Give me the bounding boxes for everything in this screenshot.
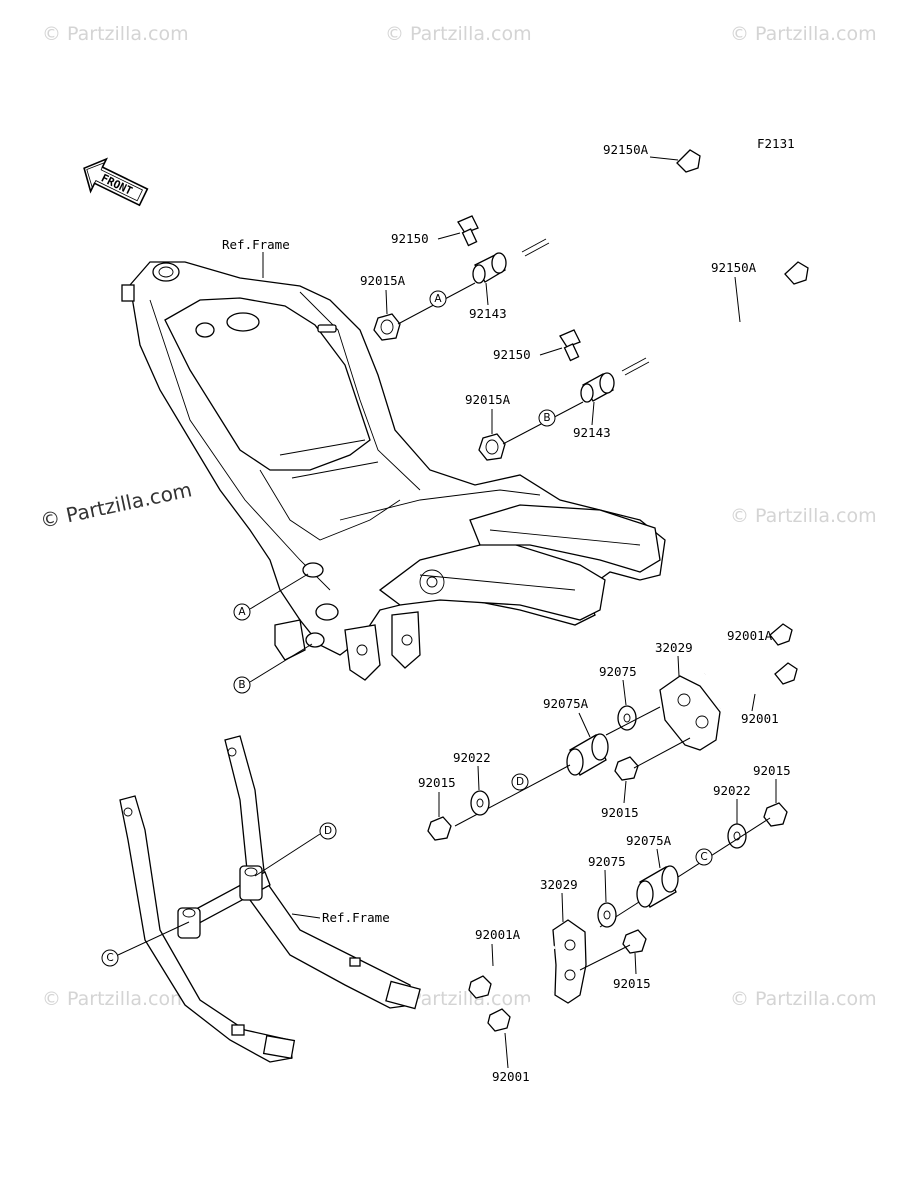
watermark: © Partzilla.com — [730, 505, 877, 527]
part-label-92015A: 92015A — [360, 273, 406, 288]
callout-C: C — [106, 952, 113, 964]
part-label-32029: 32029 — [655, 640, 693, 655]
part-label-92015: 92015 — [613, 976, 651, 991]
ref-frame-label: Ref.Frame — [222, 237, 290, 252]
part-label-92143: 92143 — [469, 306, 507, 321]
bolt-92150-top — [457, 215, 479, 247]
watermark: © Partzilla.com — [42, 988, 189, 1010]
watermark: © Partzilla.com — [730, 988, 877, 1010]
callout-D: D — [324, 825, 332, 837]
bolt-92001-lower — [487, 990, 554, 1032]
nut-92015A-top — [373, 313, 401, 341]
callout-C: C — [700, 851, 707, 863]
nut-92015A-mid — [478, 433, 506, 461]
watermark: © Partzilla.com — [385, 23, 532, 45]
collar-92143-mid — [580, 372, 615, 403]
part-label-92022: 92022 — [713, 783, 751, 798]
bolt-92001A-lower — [468, 945, 556, 999]
part-label-92150: 92150 — [391, 231, 429, 246]
part-label-32029: 32029 — [540, 877, 578, 892]
down-tube-assembly — [119, 735, 421, 1063]
watermark: © Partzilla.com — [42, 23, 189, 45]
callout-A: A — [434, 293, 442, 305]
bushing-92075A-right — [566, 733, 609, 776]
part-label-92015A: 92015A — [465, 392, 511, 407]
bolt-92150-mid — [559, 329, 581, 362]
washer-92075-right — [617, 705, 637, 731]
washer-92075-lower — [597, 902, 617, 928]
ref-frame-label: Ref.Frame — [322, 910, 390, 925]
part-label-92022: 92022 — [453, 750, 491, 765]
nut-92015-center — [614, 756, 639, 781]
part-label-92150: 92150 — [493, 347, 531, 362]
nut-92015-far-right — [763, 802, 788, 827]
watermark: © Partzilla.com — [730, 23, 877, 45]
part-label-92075A: 92075A — [626, 833, 672, 848]
part-label-92150A: 92150A — [711, 260, 757, 275]
callout-A: A — [238, 606, 246, 618]
part-label-92015: 92015 — [601, 805, 639, 820]
bracket-32029-right — [659, 675, 721, 751]
collar-92143-top — [472, 252, 507, 284]
bolt-92001A-right — [704, 623, 793, 676]
motorcycle-frame — [121, 261, 666, 681]
washer-92022-right — [727, 823, 747, 849]
washer-92022-left — [470, 790, 490, 816]
nut-92015-left — [427, 816, 452, 841]
part-label-92075A: 92075A — [543, 696, 589, 711]
part-label-92150A: 92150A — [603, 142, 649, 157]
part-label-92001: 92001 — [741, 711, 779, 726]
front-arrow-icon: FRONT — [83, 157, 149, 207]
bolt-92001-right — [719, 662, 798, 710]
part-label-92075: 92075 — [599, 664, 637, 679]
watermark: © Partzilla.com — [385, 988, 532, 1010]
bracket-32029-lower — [552, 919, 587, 1004]
callout-B: B — [543, 412, 550, 424]
watermark-main: © Partzilla.com — [38, 477, 194, 533]
part-label-92075: 92075 — [588, 854, 626, 869]
bolt-92150A-top — [521, 149, 701, 257]
bolt-92150A-mid — [621, 261, 809, 376]
nut-92015-lower — [622, 929, 647, 954]
part-label-92001A: 92001A — [475, 927, 521, 942]
part-label-92015: 92015 — [418, 775, 456, 790]
callout-D: D — [516, 776, 524, 788]
callout-B: B — [238, 679, 245, 691]
figure-code: F2131 — [757, 136, 795, 151]
part-label-92015: 92015 — [753, 763, 791, 778]
part-label-92001: 92001 — [492, 1069, 530, 1084]
part-label-92143: 92143 — [573, 425, 611, 440]
part-label-92001A: 92001A — [727, 628, 773, 643]
bushing-92075A-lower — [636, 865, 679, 908]
